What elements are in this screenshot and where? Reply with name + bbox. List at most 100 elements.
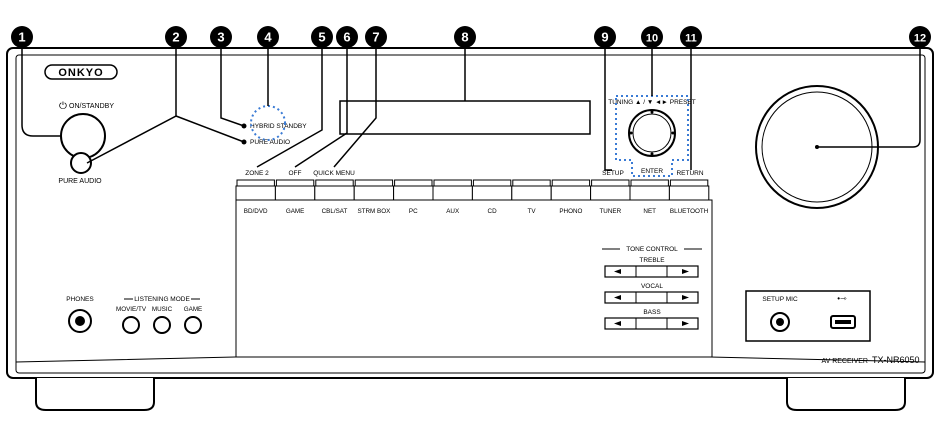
leader-1 bbox=[21, 48, 61, 137]
setup-label: SETUP bbox=[602, 170, 624, 177]
model-label: AV RECEIVER bbox=[821, 358, 868, 365]
input-button-label: CD bbox=[488, 208, 498, 215]
leader-5 bbox=[256, 48, 323, 168]
callout-number: 3 bbox=[217, 30, 224, 45]
enter-dial-inner bbox=[632, 113, 672, 153]
listening-mode-button-movie-tv[interactable] bbox=[122, 316, 140, 334]
quick-menu-label: QUICK MENU bbox=[313, 170, 355, 177]
tone-control-buttons bbox=[604, 265, 699, 330]
setup-mic-label: SETUP MIC bbox=[762, 296, 798, 303]
vocal-label: VOCAL bbox=[641, 283, 663, 290]
input-button-label: NET bbox=[643, 208, 656, 215]
input-button-label: PC bbox=[409, 208, 418, 215]
leader-7 bbox=[333, 48, 377, 168]
input-button-top bbox=[551, 179, 591, 187]
input-button-top bbox=[275, 179, 315, 187]
input-button-cd[interactable] bbox=[471, 185, 513, 201]
phones-label: PHONES bbox=[66, 296, 94, 303]
input-button-top bbox=[315, 179, 354, 187]
callout-number: 6 bbox=[343, 30, 350, 45]
pure-audio-label: PURE AUDIO bbox=[58, 178, 102, 185]
input-button-aux[interactable] bbox=[432, 185, 473, 201]
treble-label: TREBLE bbox=[639, 257, 665, 264]
zone2-label: ZONE 2 bbox=[245, 170, 269, 177]
chassis-inner-frame bbox=[15, 54, 926, 374]
input-button-top bbox=[512, 179, 551, 187]
callout-badge-11 bbox=[680, 26, 702, 48]
input-button-phono[interactable] bbox=[550, 185, 592, 201]
leader-12 bbox=[817, 48, 921, 148]
callout-number: 7 bbox=[372, 30, 379, 45]
left-arrow-icon bbox=[614, 269, 621, 274]
callout-number: 12 bbox=[914, 33, 926, 45]
listening-mode-button-game[interactable] bbox=[184, 316, 202, 334]
left-arrow-icon bbox=[614, 295, 621, 300]
callout-badge-5 bbox=[311, 26, 333, 48]
input-button-label: BLUETOOTH bbox=[670, 208, 709, 215]
led-highlight-ring bbox=[250, 105, 286, 141]
input-button-cbl-sat[interactable] bbox=[314, 185, 355, 201]
callout-badge-1 bbox=[11, 26, 33, 48]
callout-number: 11 bbox=[685, 33, 697, 45]
input-button-bd-dvd[interactable] bbox=[235, 185, 276, 201]
input-button-game[interactable] bbox=[274, 185, 316, 201]
listening-mode-button-label: MUSIC bbox=[152, 306, 173, 313]
pure-audio-button-ring[interactable] bbox=[70, 152, 92, 174]
callout-badge-7 bbox=[365, 26, 387, 48]
input-button-label: AUX bbox=[446, 208, 460, 215]
input-button-pc[interactable] bbox=[393, 185, 434, 201]
callout-number: 8 bbox=[461, 30, 468, 45]
input-button-top bbox=[630, 179, 669, 187]
input-button-net[interactable] bbox=[629, 185, 670, 201]
return-label: RETURN bbox=[676, 170, 703, 177]
model-name: TX-NR6050 bbox=[872, 355, 920, 365]
input-button-tv[interactable] bbox=[511, 185, 552, 201]
right-arrow-icon bbox=[682, 321, 689, 326]
leader-2b bbox=[175, 115, 245, 143]
display-window bbox=[339, 100, 591, 135]
input-button-top bbox=[472, 179, 512, 187]
input-button-strm-box[interactable] bbox=[353, 185, 395, 201]
vocal-control bbox=[604, 291, 699, 304]
leader-lines bbox=[21, 48, 921, 171]
dial-dot-right bbox=[671, 131, 675, 135]
enter-label: ENTER bbox=[641, 168, 663, 175]
leader-6 bbox=[294, 48, 348, 168]
listening-mode-label: LISTENING MODE bbox=[134, 296, 190, 303]
treble-control bbox=[604, 265, 699, 278]
input-button-label: BD/DVD bbox=[244, 208, 268, 215]
on-standby-button[interactable] bbox=[60, 113, 106, 159]
brand-logo: ONKYO bbox=[58, 67, 103, 79]
brand-logo-box bbox=[44, 64, 118, 80]
usb-icon: •⇾ bbox=[837, 294, 847, 303]
hybrid-standby-label: HYBRID STANDBY bbox=[250, 123, 307, 130]
input-button-top bbox=[669, 179, 709, 187]
setup-mic-jack-hole bbox=[776, 318, 784, 326]
power-icon: ⏻ bbox=[59, 101, 67, 112]
chassis-outline bbox=[6, 47, 934, 379]
input-button-label: GAME bbox=[286, 208, 305, 215]
enter-dial[interactable] bbox=[628, 109, 676, 157]
input-button-label: TV bbox=[527, 208, 536, 215]
phones-jack-hole bbox=[75, 316, 85, 326]
callout-number: 5 bbox=[318, 30, 325, 45]
listening-mode-button-music[interactable] bbox=[153, 316, 171, 334]
volume-knob-center-dot bbox=[815, 145, 819, 149]
left-arrow-icon bbox=[614, 321, 621, 326]
input-button-top bbox=[354, 179, 394, 187]
bass-label: BASS bbox=[643, 309, 661, 316]
input-button-label: STRM BOX bbox=[357, 208, 391, 215]
callout-number: 1 bbox=[18, 30, 25, 45]
input-button-label: PHONO bbox=[559, 208, 582, 215]
input-button-tuner[interactable] bbox=[590, 185, 631, 201]
tone-control-label: TONE CONTROL bbox=[626, 246, 678, 253]
callout-number: 4 bbox=[264, 30, 272, 45]
callout-badge-6 bbox=[336, 26, 358, 48]
input-button-bluetooth[interactable] bbox=[668, 185, 710, 201]
callout-number: 9 bbox=[601, 30, 608, 45]
pure-audio-led-label: PURE AUDIO bbox=[250, 139, 290, 146]
